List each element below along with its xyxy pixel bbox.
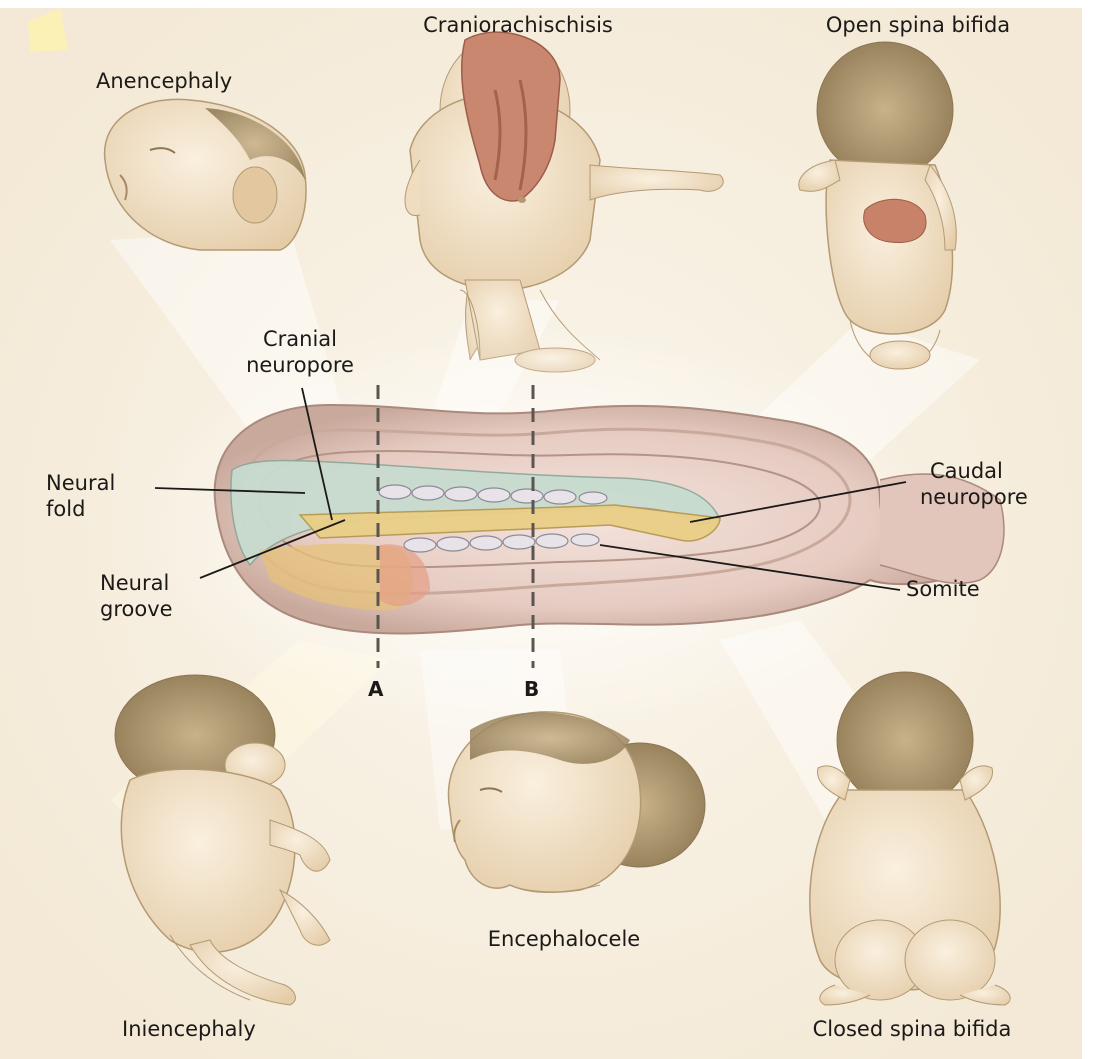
label-iniencephaly: Iniencephaly	[122, 1016, 256, 1042]
label-section-b: B	[524, 676, 539, 702]
label-closed-spina-bifida: Closed spina bifida	[813, 1016, 1012, 1042]
label-section-a: A	[368, 676, 383, 702]
label-craniorachischisis: Craniorachischisis	[423, 12, 613, 38]
label-open-spina-bifida: Open spina bifida	[826, 12, 1010, 38]
label-neural-fold: Neural fold	[46, 470, 115, 522]
label-neural-groove: Neural groove	[100, 570, 173, 622]
label-caudal-neuropore: Caudal neuropore	[920, 458, 1028, 510]
label-anencephaly: Anencephaly	[96, 68, 232, 94]
label-somite: Somite	[906, 576, 980, 602]
label-cranial-neuropore: Cranial neuropore	[246, 326, 354, 378]
label-encephalocele: Encephalocele	[488, 926, 640, 952]
